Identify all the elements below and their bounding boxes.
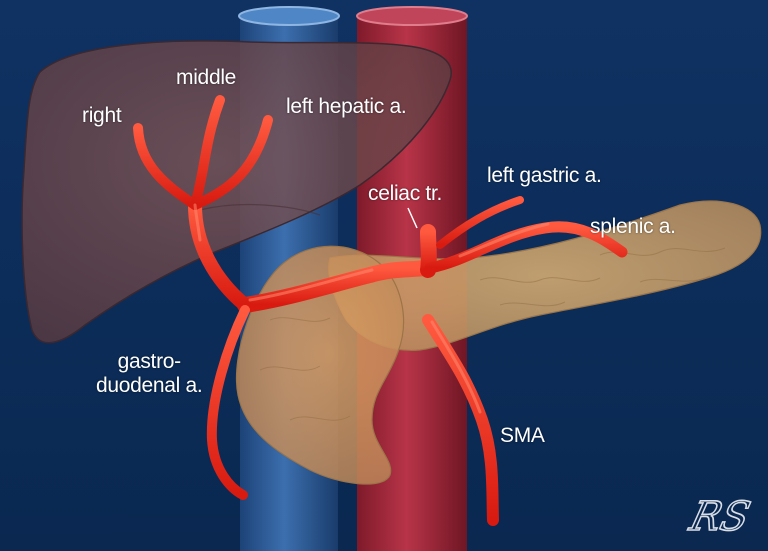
middle-hepatic-artery — [190, 95, 225, 210]
celiac-leader-line — [407, 207, 418, 229]
svg-text:RS: RS — [685, 493, 755, 540]
liver-fissure — [199, 203, 321, 216]
common-hepatic-artery — [237, 260, 433, 313]
left-gastric-artery — [436, 196, 524, 249]
rs-logo: RS — [684, 492, 756, 541]
arterial-highlights — [193, 203, 550, 414]
label-celiac-trunk: celiac tr. — [368, 182, 443, 205]
label-left-hepatic: left hepatic a. — [286, 95, 407, 118]
superior-mesenteric-artery — [422, 314, 499, 526]
pancreas-head-lobulation — [259, 317, 351, 421]
label-left-gastric: left gastric a. — [487, 164, 602, 187]
splenic-artery — [424, 221, 628, 274]
gastroduodenal-artery — [206, 305, 250, 500]
left-hepatic-artery — [190, 115, 273, 210]
arterial-tree — [133, 95, 628, 526]
label-gastroduodenal: gastro- duodenal a. — [96, 350, 203, 397]
label-sma: SMA — [500, 424, 545, 447]
label-right-hepatic: right — [82, 104, 122, 127]
label-splenic: splenic a. — [590, 215, 676, 238]
right-hepatic-artery — [133, 123, 200, 210]
label-middle-hepatic: middle — [176, 66, 237, 89]
